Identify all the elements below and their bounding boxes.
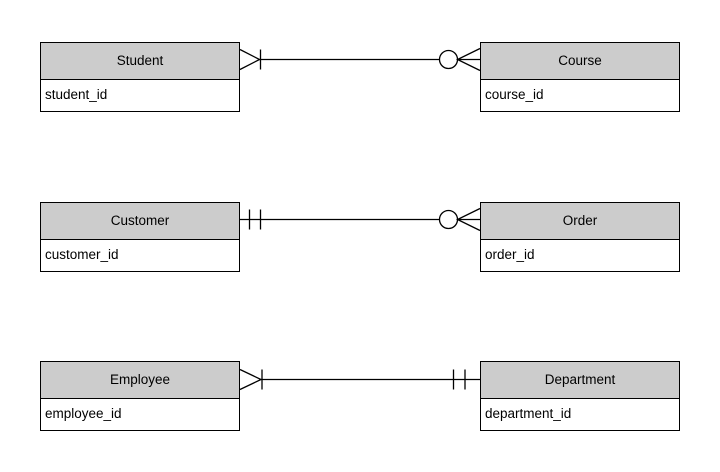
entity-course[interactable]: Course course_id xyxy=(480,42,680,112)
entity-customer[interactable]: Customer customer_id xyxy=(40,202,240,272)
entity-employee-title: Employee xyxy=(41,362,239,399)
entity-department-attribute: department_id xyxy=(481,399,679,429)
entity-order-attribute: order_id xyxy=(481,240,679,270)
relationship-customer-order[interactable] xyxy=(240,207,481,232)
entity-employee-attribute: employee_id xyxy=(41,399,239,429)
entity-department[interactable]: Department department_id xyxy=(480,361,680,431)
entity-course-attribute: course_id xyxy=(481,80,679,110)
entity-order[interactable]: Order order_id xyxy=(480,202,680,272)
entity-student[interactable]: Student student_id xyxy=(40,42,240,112)
relationship-student-course[interactable] xyxy=(239,47,481,72)
entity-customer-attribute: customer_id xyxy=(41,240,239,270)
entity-course-title: Course xyxy=(481,43,679,80)
entity-employee[interactable]: Employee employee_id xyxy=(40,361,240,431)
relationship-employee-department[interactable] xyxy=(239,368,480,391)
crow-foot-many-icon xyxy=(456,47,481,72)
entity-department-title: Department xyxy=(481,362,679,399)
entity-order-title: Order xyxy=(481,203,679,240)
zero-cardinality-circle-icon xyxy=(438,49,459,70)
zero-cardinality-circle-icon xyxy=(438,209,459,230)
entity-student-attribute: student_id xyxy=(41,80,239,110)
entity-customer-title: Customer xyxy=(41,203,239,240)
crow-foot-many-icon xyxy=(456,207,481,232)
crow-foot-many-icon xyxy=(239,48,261,71)
entity-student-title: Student xyxy=(41,43,239,80)
crow-foot-many-icon xyxy=(239,368,263,391)
